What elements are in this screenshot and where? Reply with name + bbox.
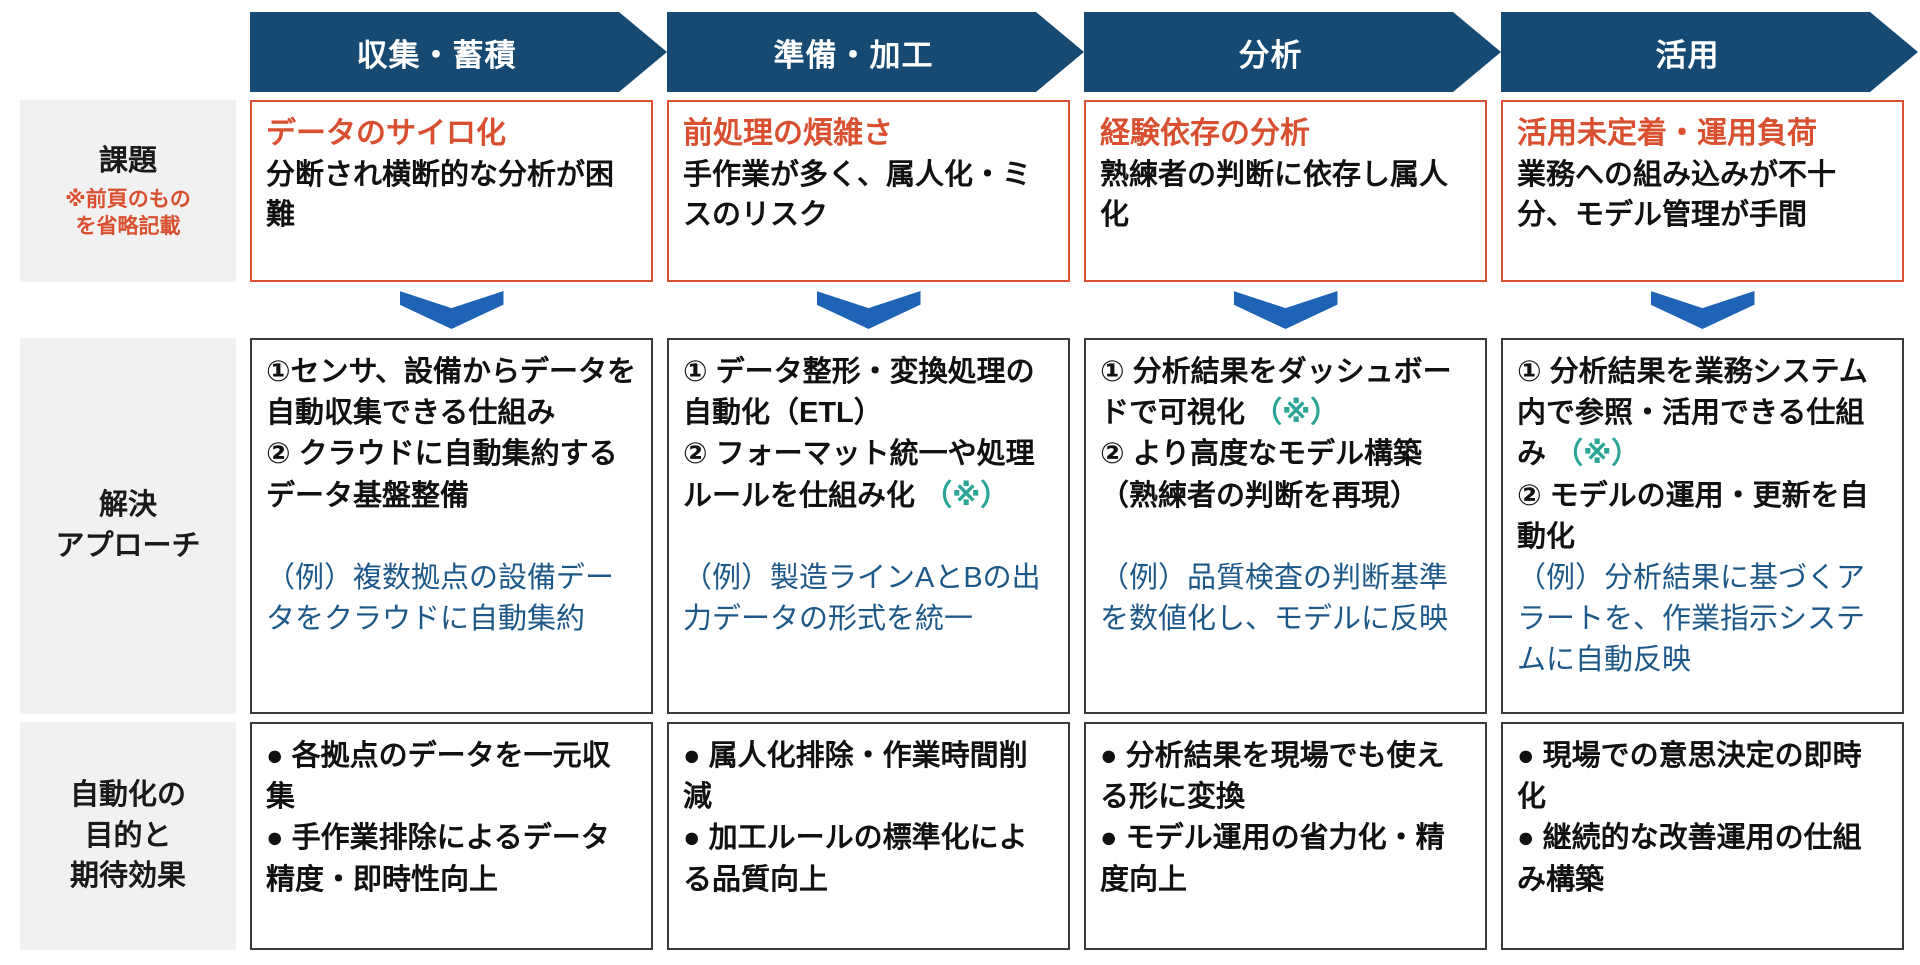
issue-card-preparation: 前処理の煩雑さ 手作業が多く、属人化・ミスのリスク (667, 100, 1070, 282)
issue-card-utilization: 活用未定着・運用負荷 業務への組み込みが不十分、モデル管理が手間 (1501, 100, 1904, 282)
stage-header-collection: 収集・蓄積 (250, 12, 667, 92)
effects-card-preparation: ● 属人化排除・作業時間削減 ● 加工ルールの標準化による品質向上 (667, 722, 1070, 950)
row-label-effects: 自動化の 目的と 期待効果 (20, 722, 236, 950)
approach-card-analysis: ① 分析結果をダッシュボードで可視化 （※） ② より高度なモデル構築（熟練者の… (1084, 338, 1487, 714)
effects-card-collection: ● 各拠点のデータを一元収集 ● 手作業排除によるデータ精度・即時性向上 (250, 722, 653, 950)
arrow-row-spacer (20, 290, 236, 330)
arrow-cell-utilization (1501, 290, 1904, 330)
issue-title: 経験依存の分析 (1100, 117, 1310, 150)
effects-card-analysis: ● 分析結果を現場でも使える形に変換 ● モデル運用の省力化・精度向上 (1084, 722, 1487, 950)
approach-card-collection: ①センサ、設備からデータを自動収集できる仕組み ② クラウドに自動集約するデータ… (250, 338, 653, 714)
row-label-effects-title: 自動化の 目的と 期待効果 (69, 779, 186, 893)
issue-body: 業務への組み込みが不十分、モデル管理が手間 (1517, 158, 1837, 231)
issue-title: 活用未定着・運用負荷 (1517, 117, 1817, 150)
stage-header-preparation: 準備・加工 (667, 12, 1084, 92)
stage-header-label: 収集・蓄積 (356, 37, 517, 73)
issue-card-collection: データのサイロ化 分断され横断的な分析が困難 (250, 100, 653, 282)
corner-spacer (20, 12, 236, 92)
issue-title: 前処理の煩雑さ (683, 117, 893, 150)
down-arrow-icon (399, 291, 504, 329)
row-label-approach: 解決 アプローチ (20, 338, 236, 714)
issue-body: 分断され横断的な分析が困難 (266, 158, 615, 231)
down-arrow-icon (1650, 291, 1755, 329)
stage-header-label: 活用 (1655, 37, 1720, 73)
approach-card-utilization: ① 分析結果を業務システム内で参照・活用できる仕組み （※） ② モデルの運用・… (1501, 338, 1904, 714)
stage-header-label: 分析 (1238, 37, 1303, 73)
diagram-grid: 収集・蓄積 準備・加工 分析 活用 課題 ※前頁のもの を省略記載 データのサイ… (20, 12, 1904, 953)
arrow-cell-collection (250, 290, 653, 330)
arrow-cell-analysis (1084, 290, 1487, 330)
down-arrow-icon (816, 291, 921, 329)
issue-body: 手作業が多く、属人化・ミスのリスク (683, 158, 1032, 231)
down-arrow-icon (1233, 291, 1338, 329)
row-label-approach-title: 解決 アプローチ (55, 489, 201, 562)
approach-card-preparation: ① データ整形・変換処理の自動化（ETL） ② フォーマット統一や処理ルールを仕… (667, 338, 1070, 714)
stage-header-label: 準備・加工 (773, 37, 934, 73)
effects-card-utilization: ● 現場での意思決定の即時化 ● 継続的な改善運用の仕組み構築 (1501, 722, 1904, 950)
arrow-cell-preparation (667, 290, 1070, 330)
row-label-issues: 課題 ※前頁のもの を省略記載 (20, 100, 236, 282)
stage-header-utilization: 活用 (1501, 12, 1918, 92)
row-label-issues-note: ※前頁のもの を省略記載 (65, 188, 191, 239)
issue-body: 熟練者の判断に依存し属人化 (1100, 158, 1449, 231)
stage-header-analysis: 分析 (1084, 12, 1501, 92)
issue-card-analysis: 経験依存の分析 熟練者の判断に依存し属人化 (1084, 100, 1487, 282)
row-label-issues-title: 課題 (98, 145, 157, 178)
issue-title: データのサイロ化 (266, 117, 506, 150)
